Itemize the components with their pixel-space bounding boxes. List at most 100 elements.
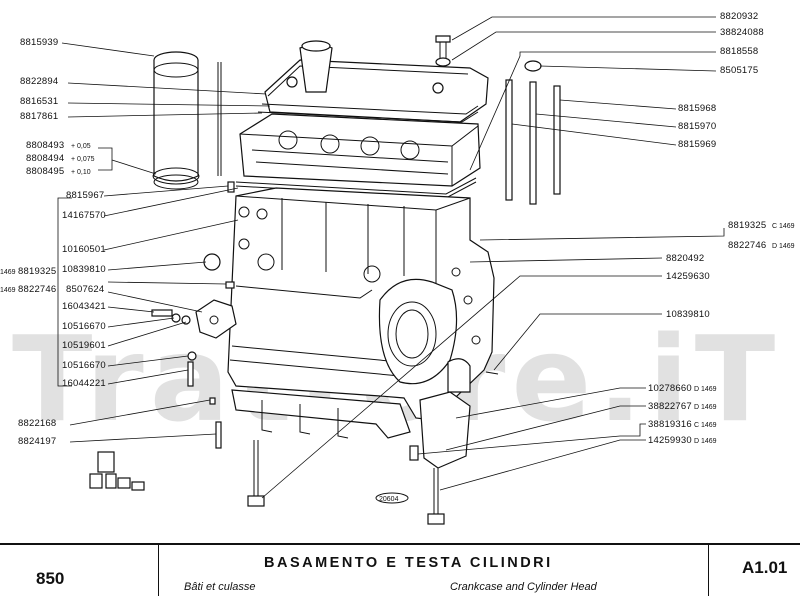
svg-text:8505175: 8505175 <box>720 65 758 76</box>
svg-text:8815967: 8815967 <box>66 190 104 201</box>
label-8822894: 8822894 <box>20 76 58 87</box>
svg-text:16044221: 16044221 <box>62 378 106 389</box>
parts-kit-illustration <box>89 451 145 491</box>
label-8819325: 8819325 C 1469 <box>728 220 795 231</box>
svg-text:8822168: 8822168 <box>18 418 56 429</box>
svg-text:10278660: 10278660 <box>648 383 692 394</box>
drawing-code: 20604 <box>379 496 399 503</box>
svg-text:38824088: 38824088 <box>720 27 764 38</box>
label-8505175: 8505175 <box>720 65 758 76</box>
svg-text:8815939: 8815939 <box>20 37 58 48</box>
svg-text:8819325: 8819325 <box>728 220 766 231</box>
label-8815939: 8815939 <box>20 37 58 48</box>
label-10516670-a: 10516670 <box>62 321 106 332</box>
svg-text:8822746: 8822746 <box>728 240 766 251</box>
svg-text:8817861: 8817861 <box>20 111 58 122</box>
svg-text:+ 0,05: + 0,05 <box>71 143 91 150</box>
svg-text:8808495: 8808495 <box>26 166 64 177</box>
label-8816531: 8816531 <box>20 96 58 107</box>
svg-text:1469: 1469 <box>0 287 16 294</box>
svg-text:D 1469: D 1469 <box>694 386 717 393</box>
svg-text:8822746: 8822746 <box>18 284 56 295</box>
title-cell: BASAMENTO E TESTA CILINDRI Bâti et culas… <box>158 545 709 596</box>
svg-text:10519601: 10519601 <box>62 340 106 351</box>
section-code: A1.01 <box>742 558 788 577</box>
svg-text:1469: 1469 <box>0 269 16 276</box>
label-8824197: 8824197 <box>18 436 56 447</box>
page-number: 850 <box>36 569 65 588</box>
leader-lines <box>57 16 725 499</box>
svg-text:10160501: 10160501 <box>62 244 106 255</box>
svg-text:8820932: 8820932 <box>720 11 758 22</box>
title-block: 850 BASAMENTO E TESTA CILINDRI Bâti et c… <box>0 543 800 596</box>
label-8808493: 8808493 + 0,05 <box>26 140 91 151</box>
svg-text:8819325: 8819325 <box>18 266 56 277</box>
svg-text:8818558: 8818558 <box>720 46 758 57</box>
svg-text:16043421: 16043421 <box>62 301 106 312</box>
label-10839810: 10839810 <box>62 264 106 275</box>
label-8808495: 8808495 + 0,10 <box>26 166 91 177</box>
svg-text:8507624: 8507624 <box>66 284 104 295</box>
svg-text:8815970: 8815970 <box>678 121 716 132</box>
svg-text:8815968: 8815968 <box>678 103 716 114</box>
svg-text:10839810: 10839810 <box>666 309 710 320</box>
code-cell: A1.01 <box>710 545 800 596</box>
label-10160501: 10160501 <box>62 244 106 255</box>
title-english: Crankcase and Cylinder Head <box>450 581 597 593</box>
svg-text:8808493: 8808493 <box>26 140 64 151</box>
label-8815967: 8815967 <box>66 190 104 201</box>
svg-text:10516670: 10516670 <box>62 321 106 332</box>
label-14259630: 14259630 <box>666 271 710 282</box>
svg-text:D 1469: D 1469 <box>694 404 717 411</box>
svg-text:8816531: 8816531 <box>20 96 58 107</box>
cylinder-head <box>239 113 481 187</box>
label-8820932: 8820932 <box>720 11 758 22</box>
label-10516670-b: 10516670 <box>62 360 106 371</box>
flywheel-housing <box>378 267 481 385</box>
engine-drawing: 20604 <box>89 35 561 525</box>
svg-text:+ 0,075: + 0,075 <box>71 156 95 163</box>
svg-text:8808494: 8808494 <box>26 153 64 164</box>
label-16043421: 16043421 <box>62 301 106 312</box>
label-10839810-right: 10839810 <box>666 309 710 320</box>
svg-text:14259930: 14259930 <box>648 435 692 446</box>
label-16044221: 16044221 <box>62 378 106 389</box>
svg-text:14259630: 14259630 <box>666 271 710 282</box>
left-labels: 8815939 8822894 8816531 8817861 8808493 +… <box>18 37 106 447</box>
svg-text:C 1469: C 1469 <box>772 223 795 230</box>
svg-text:14167570: 14167570 <box>62 210 106 221</box>
label-8820492: 8820492 <box>666 253 704 264</box>
svg-text:D 1469: D 1469 <box>694 438 717 445</box>
label-8815970: 8815970 <box>678 121 716 132</box>
title-italian: BASAMENTO E TESTA CILINDRI <box>264 555 553 571</box>
cylinder-liner <box>152 51 200 190</box>
label-38824088: 38824088 <box>720 27 764 38</box>
label-8808494: 8808494 + 0,075 <box>26 153 95 164</box>
label-10519601: 10519601 <box>62 340 106 351</box>
page-number-cell: 850 <box>0 545 159 596</box>
svg-text:C 1469: C 1469 <box>694 422 717 429</box>
label-8818558: 8818558 <box>720 46 758 57</box>
svg-text:10516670: 10516670 <box>62 360 106 371</box>
label-8507624: 8507624 <box>66 284 104 295</box>
svg-text:8822894: 8822894 <box>20 76 58 87</box>
label-14167570: 14167570 <box>62 210 106 221</box>
label-8815969: 8815969 <box>678 139 716 150</box>
title-french: Bâti et culasse <box>184 581 256 593</box>
svg-text:8820492: 8820492 <box>666 253 704 264</box>
svg-text:+ 0,10: + 0,10 <box>71 169 91 176</box>
svg-text:10839810: 10839810 <box>62 264 106 275</box>
svg-text:8815969: 8815969 <box>678 139 716 150</box>
label-8815968: 8815968 <box>678 103 716 114</box>
svg-text:38822767: 38822767 <box>648 401 692 412</box>
svg-text:D 1469: D 1469 <box>772 243 795 250</box>
right-labels: 8820932 38824088 8818558 8505175 8815968… <box>648 11 795 446</box>
head-studs <box>435 35 561 205</box>
